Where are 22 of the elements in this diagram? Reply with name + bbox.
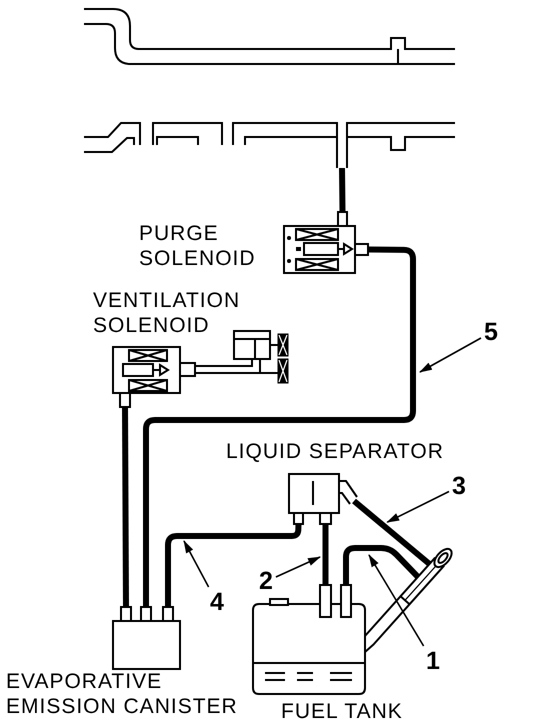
hose xyxy=(165,524,302,607)
leader-line xyxy=(386,490,450,523)
part-label: EVAPORATIVE EMISSION CANISTER xyxy=(6,669,239,719)
leader-line xyxy=(183,540,210,588)
leader-line xyxy=(368,554,424,646)
callout-number: 5 xyxy=(484,320,498,345)
part-label: PURGE SOLENOID xyxy=(139,221,256,271)
part-label: LIQUID SEPARATOR xyxy=(226,439,444,464)
part-label: FUEL TANK xyxy=(281,699,403,724)
leader-line xyxy=(276,556,321,578)
callout-number: 1 xyxy=(426,649,440,674)
hose xyxy=(339,168,346,212)
hose xyxy=(122,406,129,608)
hose xyxy=(343,545,420,585)
part-label: VENTILATION SOLENOID xyxy=(93,288,240,338)
leader-line xyxy=(419,337,482,373)
callout-number: 2 xyxy=(259,569,273,594)
pipe-drawing xyxy=(82,6,457,169)
hose xyxy=(352,498,432,566)
callout-number: 3 xyxy=(452,474,466,499)
callout-number: 4 xyxy=(210,590,224,615)
hose xyxy=(322,524,328,585)
